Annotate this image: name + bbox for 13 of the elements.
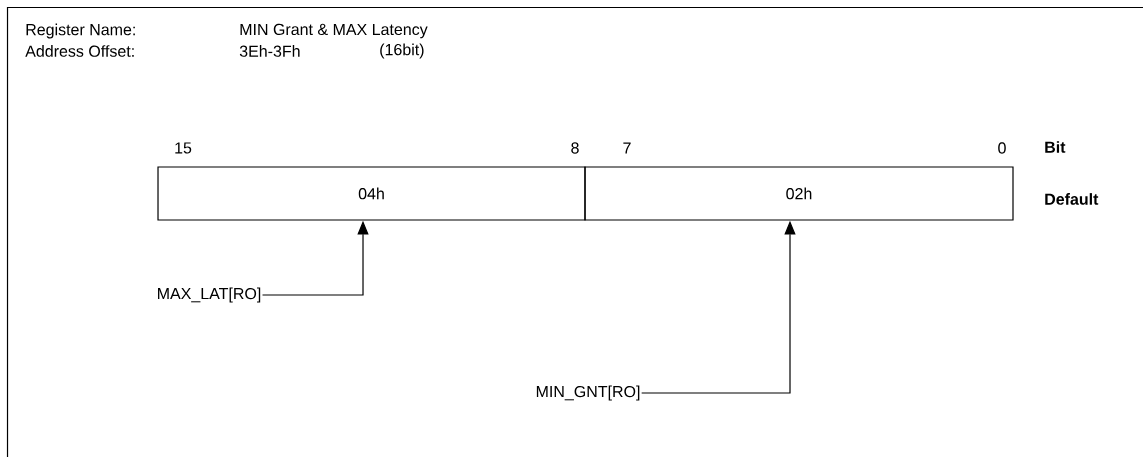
row-label: Bit — [1045, 141, 1066, 153]
field-name: Register Name: — [26, 23, 135, 39]
row-label: Default — [1045, 193, 1099, 205]
field-value: 3Eh-3Fh — [239, 45, 300, 57]
bit-number: 7 — [623, 142, 631, 154]
field-label: MAX_LAT[RO] — [158, 287, 261, 303]
register-field: 02h — [584, 166, 1014, 221]
field-value: (16bit) — [380, 43, 424, 59]
field-label: MIN_GNT[RO] — [536, 385, 640, 401]
register-field: 04h — [157, 166, 586, 221]
field-value: MIN Grant & MAX Latency — [240, 23, 428, 39]
field-name: Address Offset: — [25, 45, 134, 57]
bit-number: 8 — [571, 142, 579, 154]
